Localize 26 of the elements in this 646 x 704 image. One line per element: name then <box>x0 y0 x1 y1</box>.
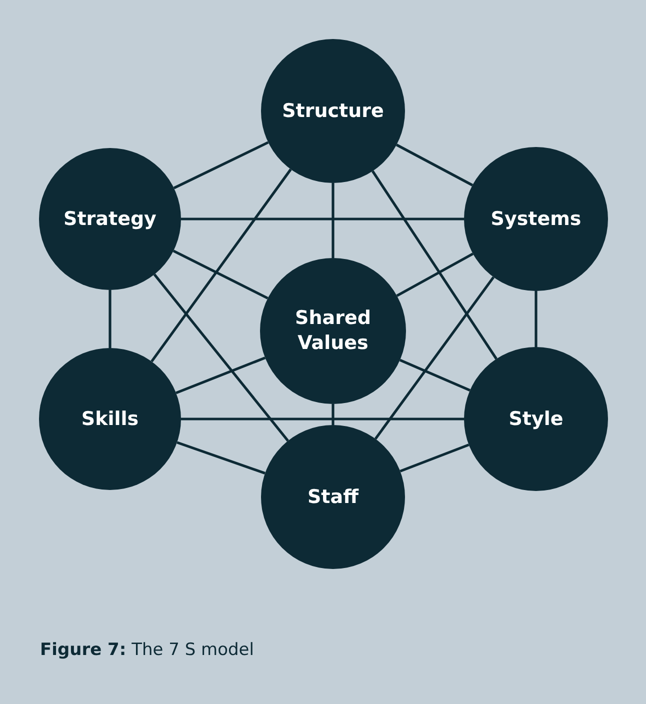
connector-line <box>399 358 470 392</box>
node-label: Style <box>508 406 564 432</box>
connector-line <box>332 404 334 425</box>
connector-line <box>176 356 266 394</box>
node-label: Systems <box>490 206 582 232</box>
connector-line <box>176 441 266 474</box>
connector-line <box>534 291 538 347</box>
connector-line <box>396 144 474 186</box>
connector-line <box>150 168 292 362</box>
node-label: Shared Values <box>294 306 372 356</box>
node-label: Staff <box>308 484 358 510</box>
figure-caption: Figure 7: The 7 S model <box>40 640 254 660</box>
connector-line <box>332 183 334 258</box>
connector-line <box>181 418 464 420</box>
node-label: Structure <box>282 98 384 124</box>
node-label: Skills <box>81 406 139 432</box>
connector-line <box>181 218 464 220</box>
connector-line <box>172 250 268 300</box>
connector-line <box>396 252 474 297</box>
node-label: Strategy <box>64 206 156 232</box>
connector-line <box>153 274 289 442</box>
connector-line <box>108 290 112 348</box>
connector-line <box>374 276 495 440</box>
connector-line <box>173 141 269 190</box>
connector-line <box>400 444 470 472</box>
connector-line <box>372 170 498 360</box>
